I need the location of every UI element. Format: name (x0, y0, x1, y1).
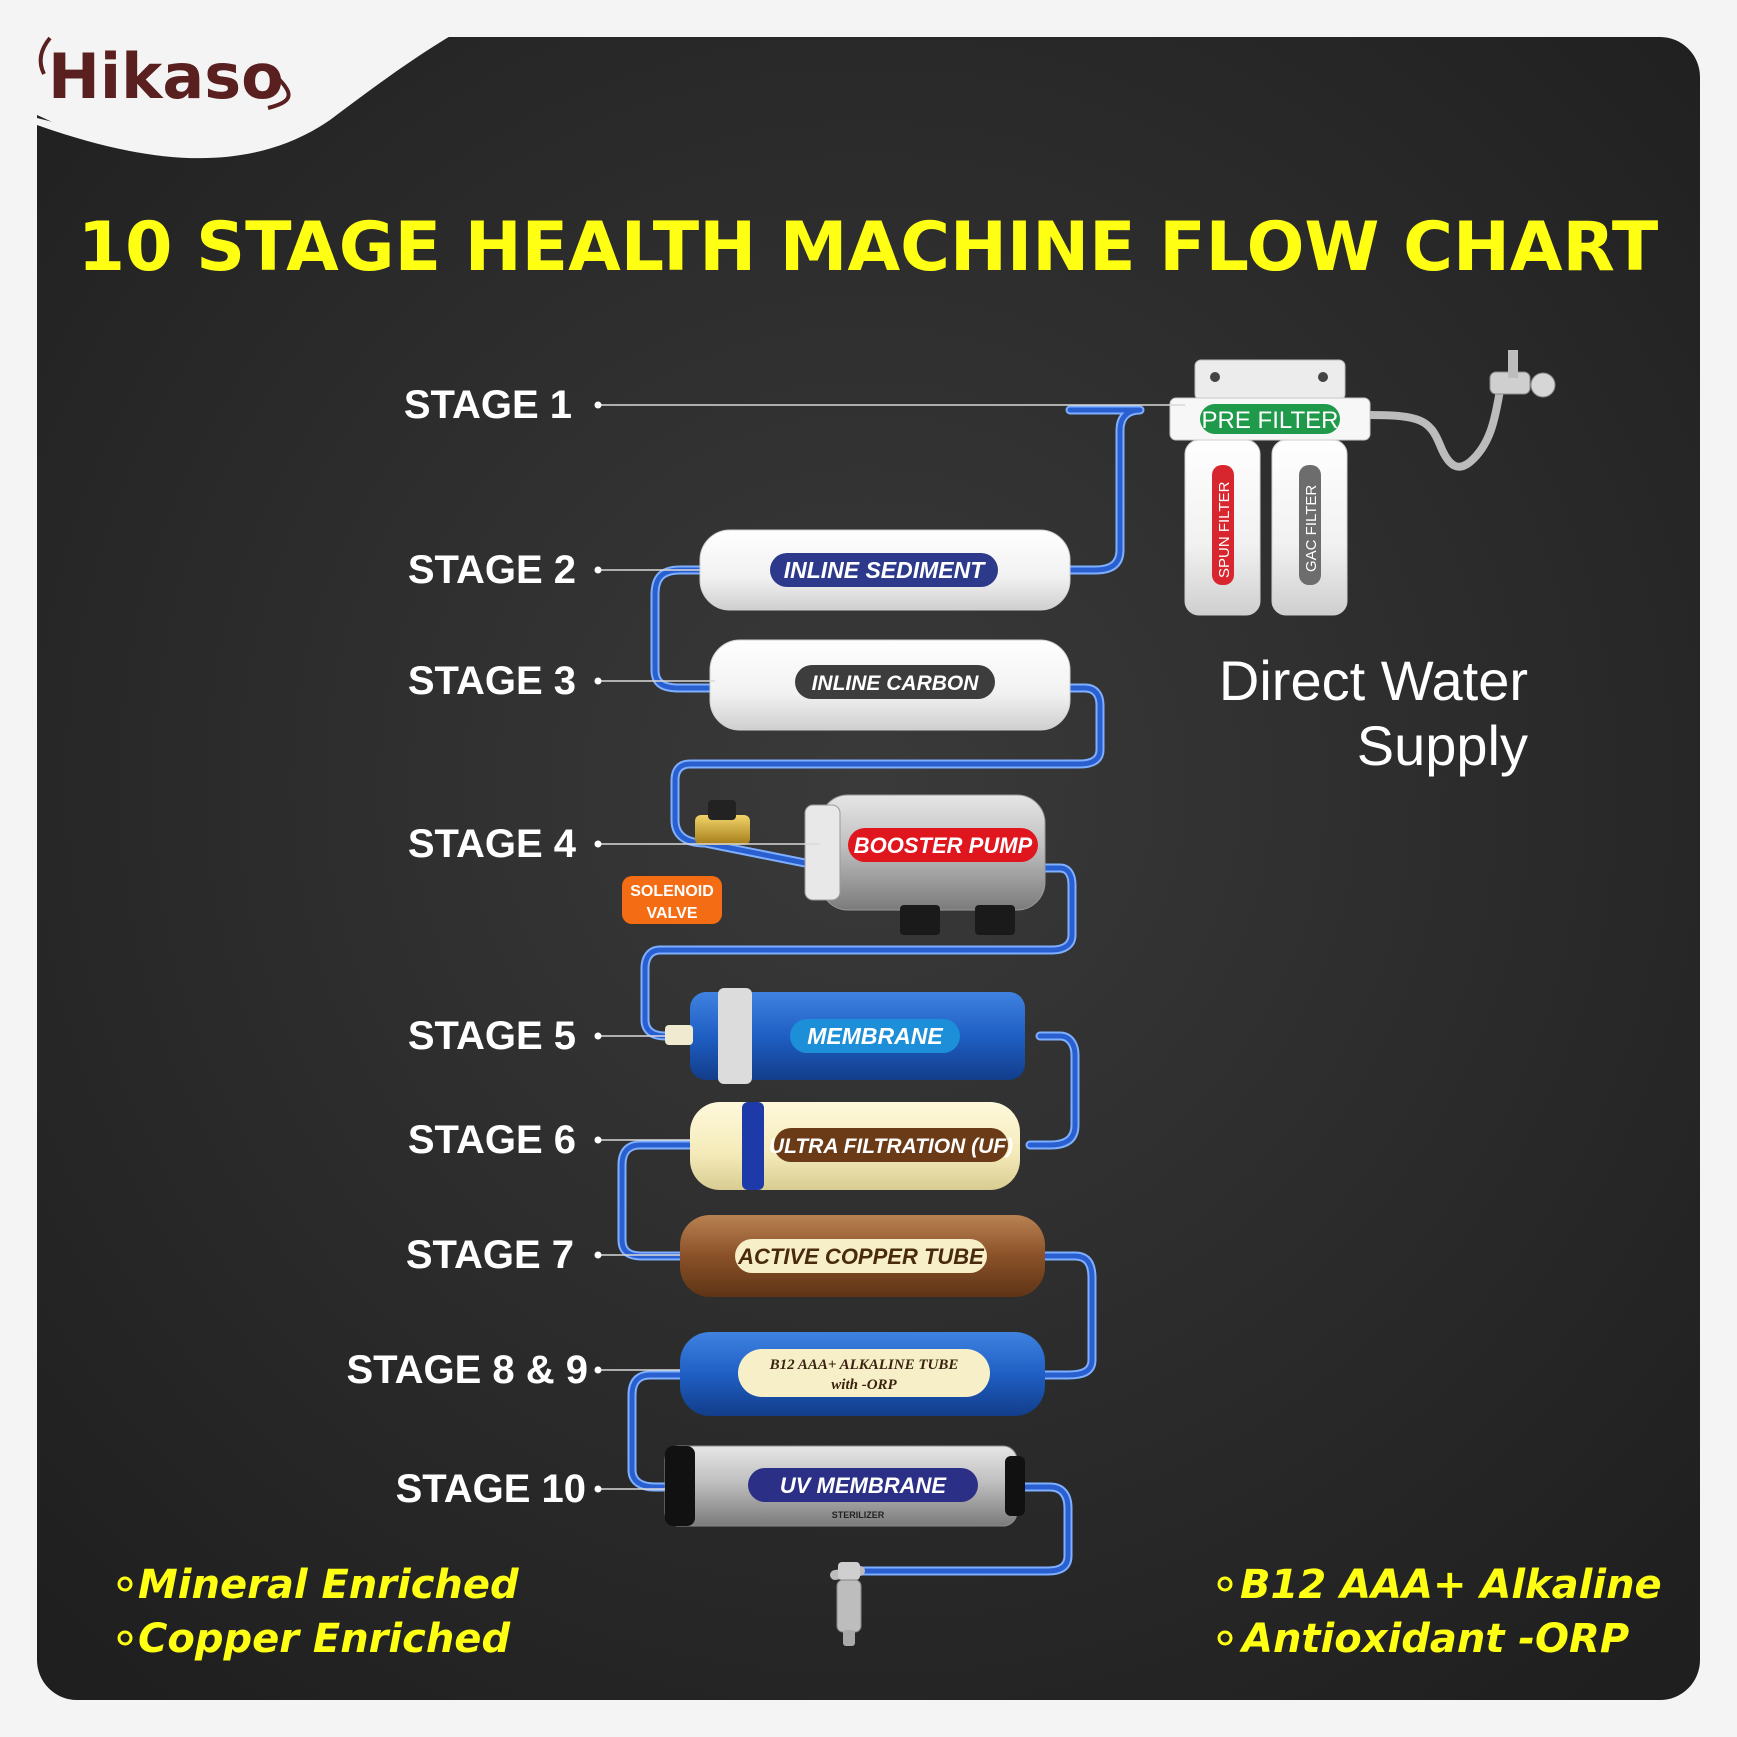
alkaline-tube-filter: B12 AAA+ ALKALINE TUBE with -ORP (680, 1332, 1045, 1416)
direct-supply-line1: Direct Water (1219, 649, 1528, 712)
feature-bullet-2 (117, 1630, 133, 1646)
features-right: B12 AAA+ Alkaline Antioxidant -ORP (1217, 1562, 1662, 1662)
stage-label-6: STAGE 6 (408, 1118, 576, 1162)
stage-label-2: STAGE 2 (408, 548, 576, 592)
outlet-faucet (830, 1562, 865, 1646)
pump-badge (848, 828, 1038, 862)
uv-endcap-left (665, 1446, 695, 1526)
copper-tube-filter: ACTIVE COPPER TUBE (680, 1215, 1045, 1297)
prefilter-unit: PRE FILTER SPUN FILTER GAC FILTER (1169, 359, 1371, 616)
stage-leader-dots (594, 401, 602, 1493)
alkaline-badge-text-line1: B12 AAA+ ALKALINE TUBE (769, 1357, 959, 1373)
tap-wall-plate (1530, 372, 1556, 398)
water-pipes (617, 405, 1145, 1576)
stage-label-10: STAGE 10 (396, 1467, 586, 1511)
inlet-tap (1369, 350, 1556, 471)
logo-swoosh-edge (37, 0, 520, 159)
feature-alkaline: B12 AAA+ Alkaline (1240, 1562, 1662, 1608)
solenoid-label-line1: SOLENOID (630, 883, 714, 900)
pump-badge-text: BOOSTER PUMP (854, 833, 1033, 858)
feature-copper: Copper Enriched (138, 1616, 510, 1662)
uv-badge (748, 1468, 978, 1502)
uf-badge-text: ULTRA FILTRATION (UF) (769, 1135, 1013, 1158)
outlet-nozzle (843, 1630, 855, 1646)
gac-filter-band (1299, 465, 1321, 585)
membrane-inlet (665, 1025, 693, 1045)
tap-handle (1508, 350, 1518, 378)
spun-filter-label: SPUN FILTER (1216, 481, 1233, 578)
brand-logo-mark-left (38, 36, 52, 75)
stage-label-8-9: STAGE 8 & 9 (346, 1348, 588, 1392)
brand-logo-mark-right (267, 68, 291, 110)
carbon-badge-text: INLINE CARBON (812, 672, 980, 695)
feature-bullet-4 (1217, 1630, 1233, 1646)
sediment-badge (770, 553, 998, 587)
prefilter-screw-right (1318, 372, 1328, 382)
pump-head (804, 804, 841, 901)
stage-label-1: STAGE 1 (404, 383, 572, 427)
membrane-badge (790, 1019, 960, 1053)
feature-mineral: Mineral Enriched (138, 1562, 519, 1608)
stage-label-4: STAGE 4 (408, 822, 577, 866)
inline-carbon-filter: INLINE CARBON (709, 639, 1071, 731)
stage-label-7: STAGE 7 (406, 1233, 574, 1277)
direct-supply-line2: Supply (1357, 714, 1528, 777)
booster-pump-assembly: BOOSTER PUMP SOLENOID VALVE (622, 794, 1046, 935)
uv-badge-text: UV MEMBRANE (780, 1473, 948, 1498)
stage-leader-lines (598, 404, 1185, 1490)
inline-sediment-filter: INLINE SEDIMENT (699, 529, 1071, 611)
carbon-badge (795, 665, 995, 699)
feature-bullet-3 (1217, 1576, 1233, 1592)
uv-endcap-right (1005, 1456, 1025, 1516)
solenoid-valve-coil (708, 800, 736, 820)
uv-logo-text: STERILIZER (832, 1510, 885, 1520)
outlet-valve (838, 1562, 860, 1580)
sediment-badge-text: INLINE SEDIMENT (784, 557, 987, 583)
membrane-endcap (718, 988, 752, 1084)
solenoid-label-line2: VALVE (647, 905, 698, 922)
solenoid-valve-body (695, 815, 750, 845)
gac-filter-label: GAC FILTER (1303, 485, 1320, 572)
stage-label-5: STAGE 5 (408, 1014, 576, 1058)
inlet-hose (1369, 389, 1504, 471)
prefilter-screw-left (1210, 372, 1220, 382)
prefilter-badge (1200, 404, 1340, 434)
feature-antioxidant: Antioxidant -ORP (1239, 1616, 1629, 1662)
copper-badge-text: ACTIVE COPPER TUBE (737, 1244, 985, 1269)
uf-endcap (742, 1102, 764, 1190)
pump-foot-left (900, 905, 940, 935)
membrane-badge-text: MEMBRANE (807, 1023, 943, 1049)
solenoid-badge (622, 876, 722, 924)
page-title: 10 STAGE HEALTH MACHINE FLOW CHART (78, 208, 1659, 287)
ro-membrane: MEMBRANE (665, 988, 1025, 1084)
uf-badge (774, 1128, 1008, 1162)
copper-badge (735, 1239, 987, 1273)
prefilter-badge-text: PRE FILTER (1202, 407, 1339, 434)
uf-filter: ULTRA FILTRATION (UF) (690, 1102, 1020, 1190)
stage-label-3: STAGE 3 (408, 659, 576, 703)
feature-bullet-1 (117, 1576, 133, 1592)
brand-logo: Hikaso (48, 40, 284, 113)
outlet-body (836, 1579, 862, 1633)
logo-swoosh (0, 0, 520, 157)
pump-foot-right (975, 905, 1015, 935)
uv-sterilizer: UV MEMBRANE STERILIZER (664, 1445, 1025, 1527)
alkaline-badge (738, 1349, 990, 1397)
spun-filter-band (1212, 465, 1234, 585)
features-left: Mineral Enriched Copper Enriched (117, 1562, 519, 1662)
alkaline-badge-text-line2: with -ORP (831, 1377, 897, 1393)
